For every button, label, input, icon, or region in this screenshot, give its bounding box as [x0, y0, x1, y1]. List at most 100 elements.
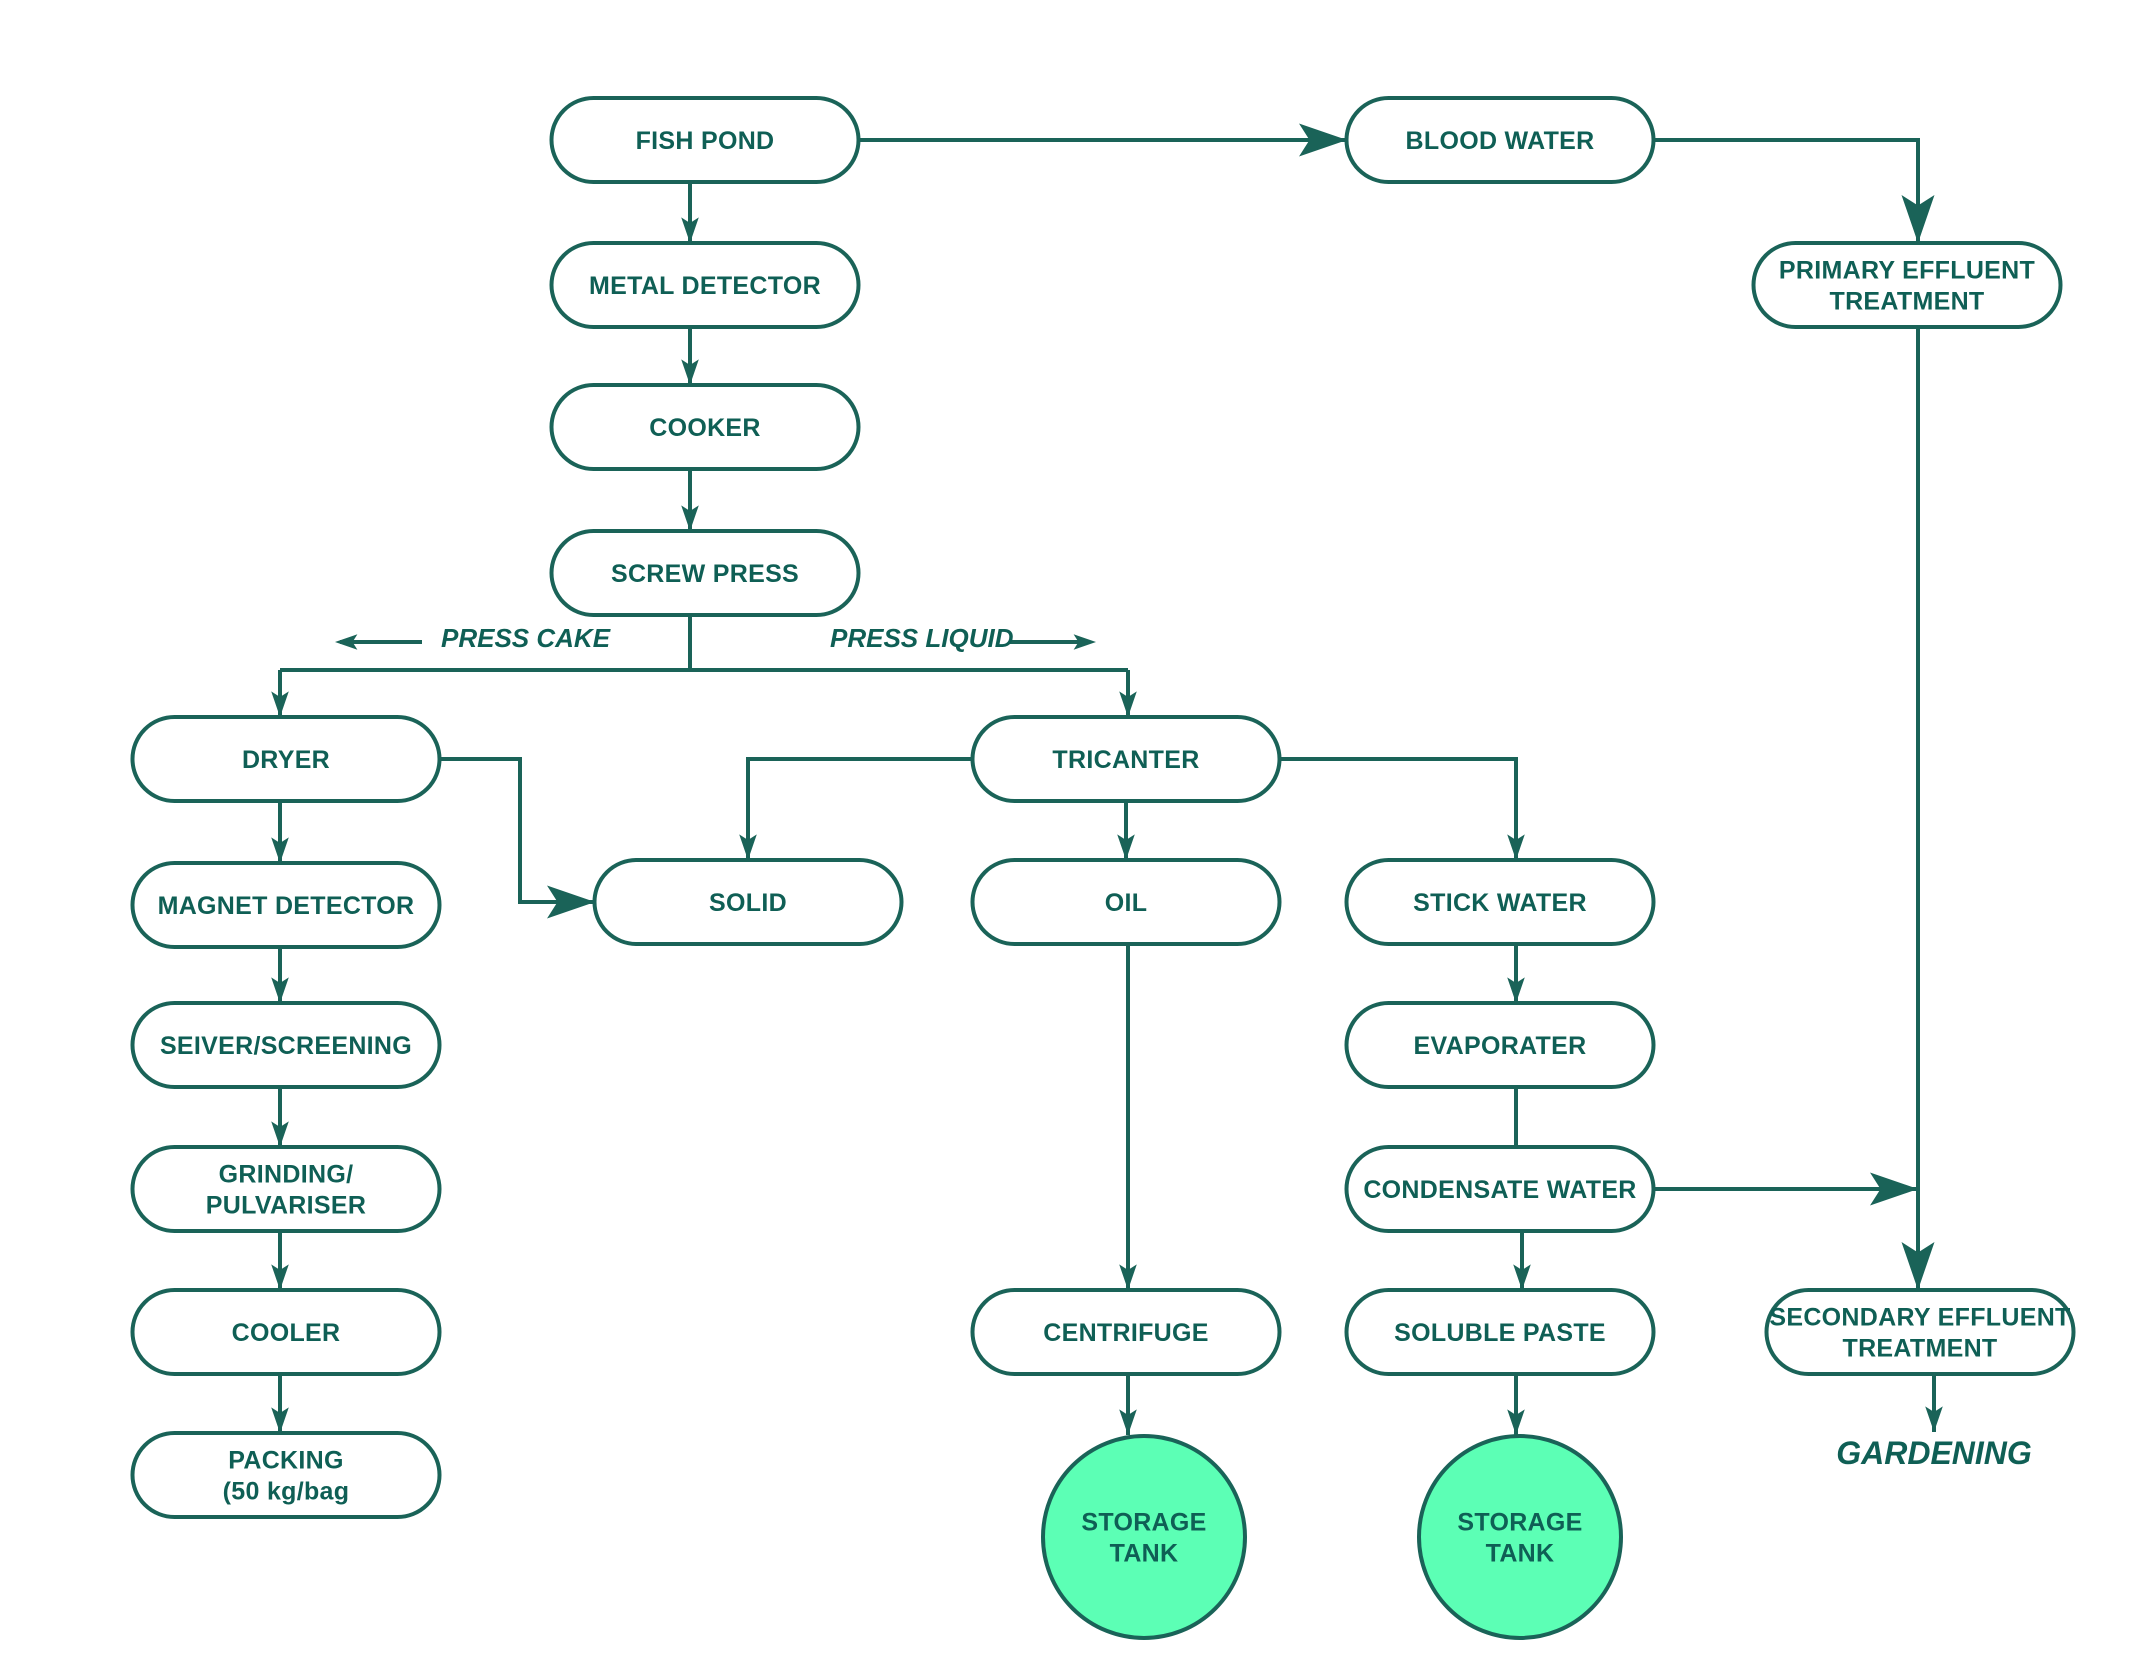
arrow-seiver [271, 977, 289, 1003]
primary-effluent-label-line-2: TREATMENT [1830, 288, 1985, 316]
arrow-dryer [271, 691, 289, 717]
tricanter-node: TRICANTER [970, 715, 1282, 803]
arrow-packing [271, 1407, 289, 1433]
secondary-effluent-label-line-1: SECONDARY EFFLUENT [1769, 1304, 2070, 1332]
grinding-label-line-2: PULVARISER [206, 1192, 366, 1220]
arrow-cooker [681, 359, 699, 385]
packing-label-line-2: (50 kg/bag [223, 1478, 350, 1506]
fish-pond-shape [549, 96, 861, 184]
arrow-stick [1507, 834, 1525, 860]
cooler-node: COOLER [130, 1288, 442, 1376]
soluble-paste-node: SOLUBLE PASTE [1344, 1288, 1656, 1376]
secondary-effluent-node: SECONDARY EFFLUENT TREATMENT [1764, 1288, 2076, 1376]
dryer-label-line-1: DRYER [242, 746, 330, 774]
arrow-secondary [1901, 1242, 1935, 1290]
screw-press-label-line-1: SCREW PRESS [611, 560, 799, 588]
grinding-shape [130, 1145, 442, 1233]
tricanter-label-line-1: TRICANTER [1052, 746, 1199, 774]
magnet-detector-label-line-1: MAGNET DETECTOR [158, 892, 415, 920]
arrow-tricanter [1119, 691, 1137, 717]
blood-water-label-line-1: BLOOD WATER [1406, 127, 1595, 155]
packing-label-line-1: PACKING [228, 1447, 344, 1475]
arrow-tank-paste [1507, 1409, 1525, 1435]
storage-tank-oil-label-line-1: STORAGE [1081, 1509, 1206, 1537]
arrow-screw [681, 505, 699, 531]
stick-water-label-line-1: STICK WATER [1413, 889, 1587, 917]
fish-pond-node: FISH POND [549, 96, 861, 184]
blood-water-shape [1344, 96, 1656, 184]
solid-node: SOLID [592, 858, 904, 946]
arrow-tank-oil [1119, 1409, 1137, 1435]
centrifuge-label-line-1: CENTRIFUGE [1043, 1319, 1209, 1347]
cooler-shape [130, 1288, 442, 1376]
edge-dryer-solid [439, 757, 595, 904]
edge-blood-primary [1653, 138, 1920, 243]
arrow-cooler [271, 1264, 289, 1290]
arrow-primary [1901, 195, 1935, 243]
metal-detector-shape [549, 241, 861, 329]
arrow-oil [1117, 834, 1135, 860]
arrow-evaporater [1507, 977, 1525, 1003]
arrow-magnet [271, 837, 289, 863]
secondary-effluent-label-line-2: TREATMENT [1843, 1335, 1998, 1363]
oil-label-line-1: OIL [1105, 889, 1148, 917]
connector-lines [271, 123, 1943, 1435]
process-nodes: FISH POND METAL DETECTOR COOKER SCREW PRESS… [130, 96, 2076, 1640]
storage-tank-oil-node: STORAGE TANK [1041, 1434, 1247, 1640]
storage-tank-oil-label-line-2: TANK [1110, 1540, 1179, 1568]
arrow-metal [681, 217, 699, 243]
soluble-paste-label-line-1: SOLUBLE PASTE [1394, 1319, 1606, 1347]
packing-shape [130, 1431, 442, 1519]
press-cake-arrowhead [335, 634, 358, 650]
oil-shape [970, 858, 1282, 946]
storage-tank-paste-label-line-1: STORAGE [1457, 1509, 1582, 1537]
storage-tank-oil-shape [1041, 1434, 1247, 1640]
cooker-shape [549, 383, 861, 471]
primary-effluent-label-line-1: PRIMARY EFFLUENT [1779, 257, 2035, 285]
arrow-solid-from-dryer [547, 885, 595, 919]
dryer-node: DRYER [130, 715, 442, 803]
arrow-gardening [1925, 1406, 1943, 1432]
cooker-node: COOKER [549, 383, 861, 471]
arrow-blood [1299, 123, 1347, 157]
soluble-paste-shape [1344, 1288, 1656, 1376]
dryer-shape [130, 715, 442, 803]
arrow-solid [739, 834, 757, 860]
press-liquid-label: PRESS LIQUID [830, 623, 1014, 653]
grinding-node: GRINDING/PULVARISER [130, 1145, 442, 1233]
metal-detector-label-line-1: METAL DETECTOR [589, 272, 821, 300]
storage-tank-paste-label-line-2: TANK [1486, 1540, 1555, 1568]
arrow-grinding [271, 1121, 289, 1147]
fish-pond-label-line-1: FISH POND [636, 127, 775, 155]
condensate-water-label-line-1: CONDENSATE WATER [1363, 1176, 1636, 1204]
solid-label-line-1: SOLID [709, 889, 787, 917]
evaporater-shape [1344, 1001, 1656, 1089]
press-liquid-arrowhead [1073, 634, 1096, 650]
magnet-detector-shape [130, 861, 442, 949]
magnet-detector-node: MAGNET DETECTOR [130, 861, 442, 949]
arrow-condensate-effluent [1870, 1172, 1918, 1206]
stick-water-node: STICK WATER [1344, 858, 1656, 946]
arrow-centrifuge [1119, 1264, 1137, 1290]
press-cake-label: PRESS CAKE [441, 623, 611, 653]
cooler-label-line-1: COOLER [232, 1319, 341, 1347]
seiver-shape [130, 1001, 442, 1089]
primary-effluent-node: PRIMARY EFFLUENT TREATMENT [1751, 241, 2063, 329]
metal-detector-node: METAL DETECTOR [549, 241, 861, 329]
edge-tricanter-stick [1279, 757, 1518, 860]
screw-press-node: SCREW PRESS [549, 529, 861, 617]
stick-water-shape [1344, 858, 1656, 946]
secondary-effluent-shape [1764, 1288, 2076, 1376]
condensate-water-shape [1344, 1145, 1656, 1233]
gardening-label: GARDENING [1836, 1435, 2032, 1471]
oil-node: OIL [970, 858, 1282, 946]
centrifuge-node: CENTRIFUGE [970, 1288, 1282, 1376]
evaporater-node: EVAPORATER [1344, 1001, 1656, 1089]
condensate-water-node: CONDENSATE WATER [1344, 1145, 1656, 1233]
seiver-node: SEIVER/SCREENING [130, 1001, 442, 1089]
evaporater-label-line-1: EVAPORATER [1414, 1032, 1587, 1060]
solid-shape [592, 858, 904, 946]
grinding-label-line-1: GRINDING/ [219, 1161, 354, 1189]
blood-water-node: BLOOD WATER [1344, 96, 1656, 184]
storage-tank-paste-node: STORAGE TANK [1417, 1434, 1623, 1640]
